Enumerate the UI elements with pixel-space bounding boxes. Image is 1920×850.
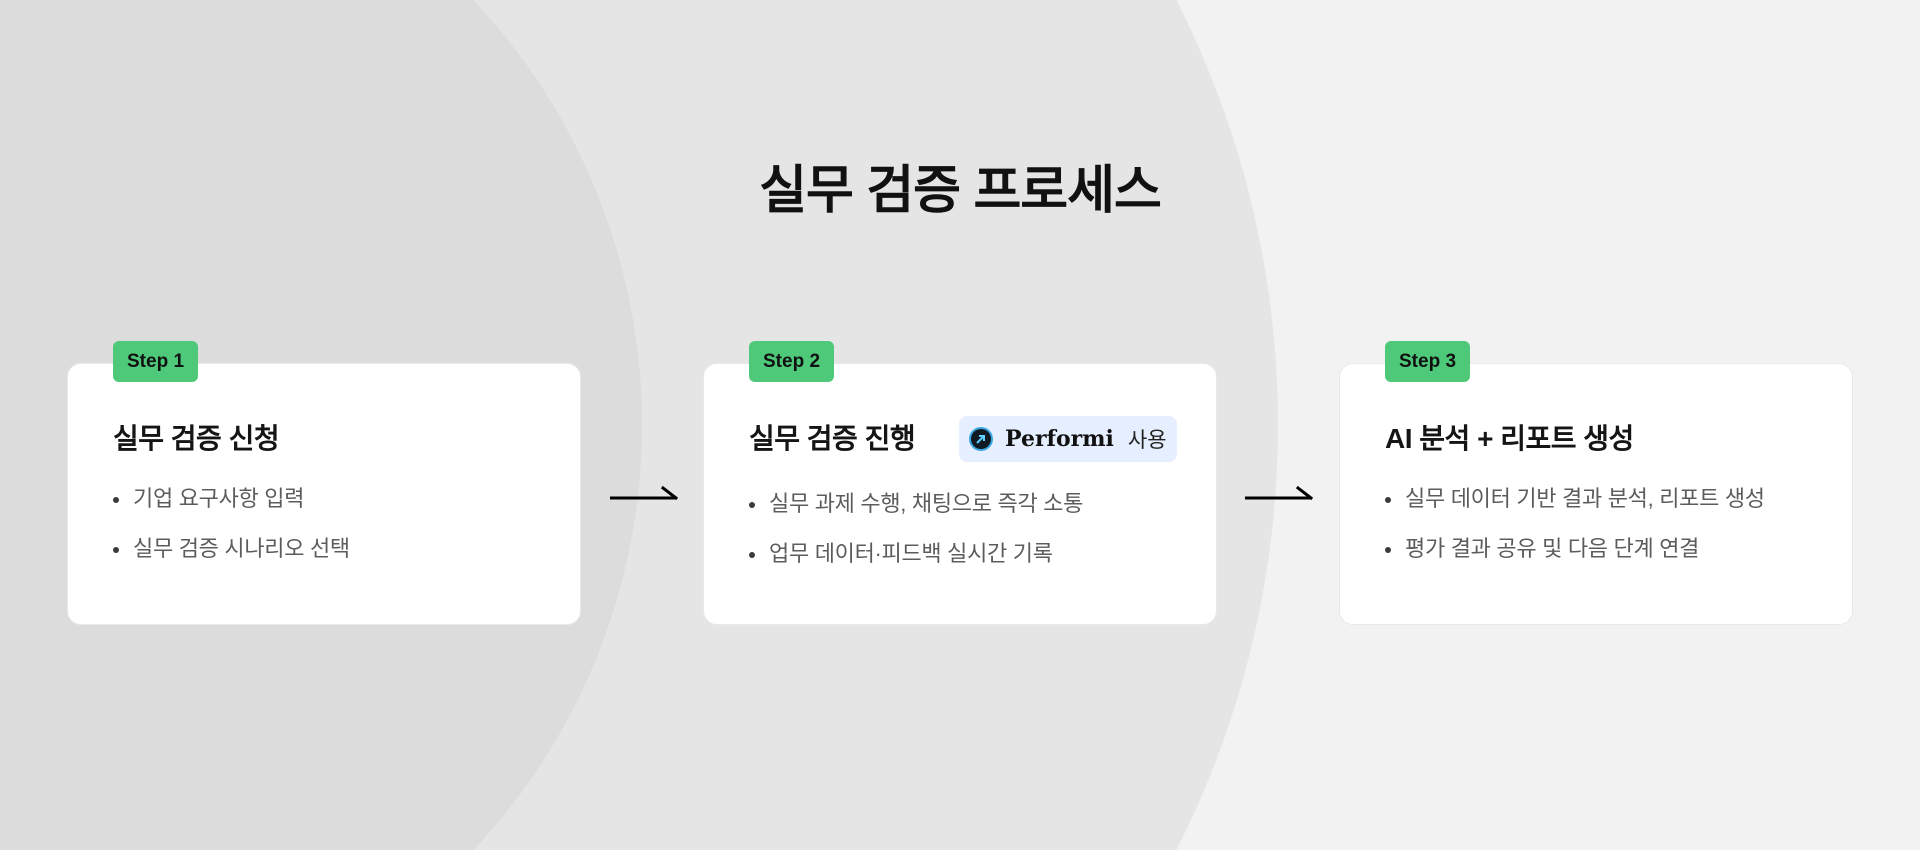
step-badge: Step 2: [749, 341, 835, 382]
arrow-right-icon: [1245, 485, 1313, 501]
list-item: 평가 결과 공유 및 다음 단계 연결: [1385, 534, 1765, 584]
step-card-2: Step 2 실무 검증 진행 Performi 사용 실무 과제 수행, 채팅…: [703, 341, 1217, 625]
step-heading: AI 분석 + 리포트 생성: [1385, 423, 1634, 454]
tool-name: Performi: [1005, 426, 1114, 452]
step-heading: 실무 검증 진행: [749, 423, 916, 454]
step-heading: 실무 검증 신청: [113, 423, 280, 454]
list-item: 업무 데이터·피드백 실시간 기록: [749, 539, 1083, 589]
list-item: 실무 과제 수행, 채팅으로 즉각 소통: [749, 489, 1083, 539]
step-bullet-list: 기업 요구사항 입력 실무 검증 시나리오 선택: [113, 484, 350, 584]
list-item: 실무 데이터 기반 결과 분석, 리포트 생성: [1385, 484, 1765, 534]
list-item: 기업 요구사항 입력: [113, 484, 350, 534]
step-card-3: Step 3 AI 분석 + 리포트 생성 실무 데이터 기반 결과 분석, 리…: [1339, 341, 1853, 625]
performi-logo-icon: [971, 429, 991, 449]
tool-badge-performi: Performi 사용: [959, 416, 1177, 462]
tool-suffix: 사용: [1127, 429, 1167, 452]
page-title: 실무 검증 프로세스: [759, 162, 1162, 220]
step-badge: Step 1: [113, 341, 199, 382]
list-item: 실무 검증 시나리오 선택: [113, 534, 350, 584]
step-bullet-list: 실무 데이터 기반 결과 분석, 리포트 생성 평가 결과 공유 및 다음 단계…: [1385, 484, 1765, 584]
step-badge: Step 3: [1385, 341, 1471, 382]
step-bullet-list: 실무 과제 수행, 채팅으로 즉각 소통 업무 데이터·피드백 실시간 기록: [749, 489, 1083, 589]
step-card-1: Step 1 실무 검증 신청 기업 요구사항 입력 실무 검증 시나리오 선택: [67, 341, 581, 625]
arrow-right-icon: [610, 485, 678, 501]
